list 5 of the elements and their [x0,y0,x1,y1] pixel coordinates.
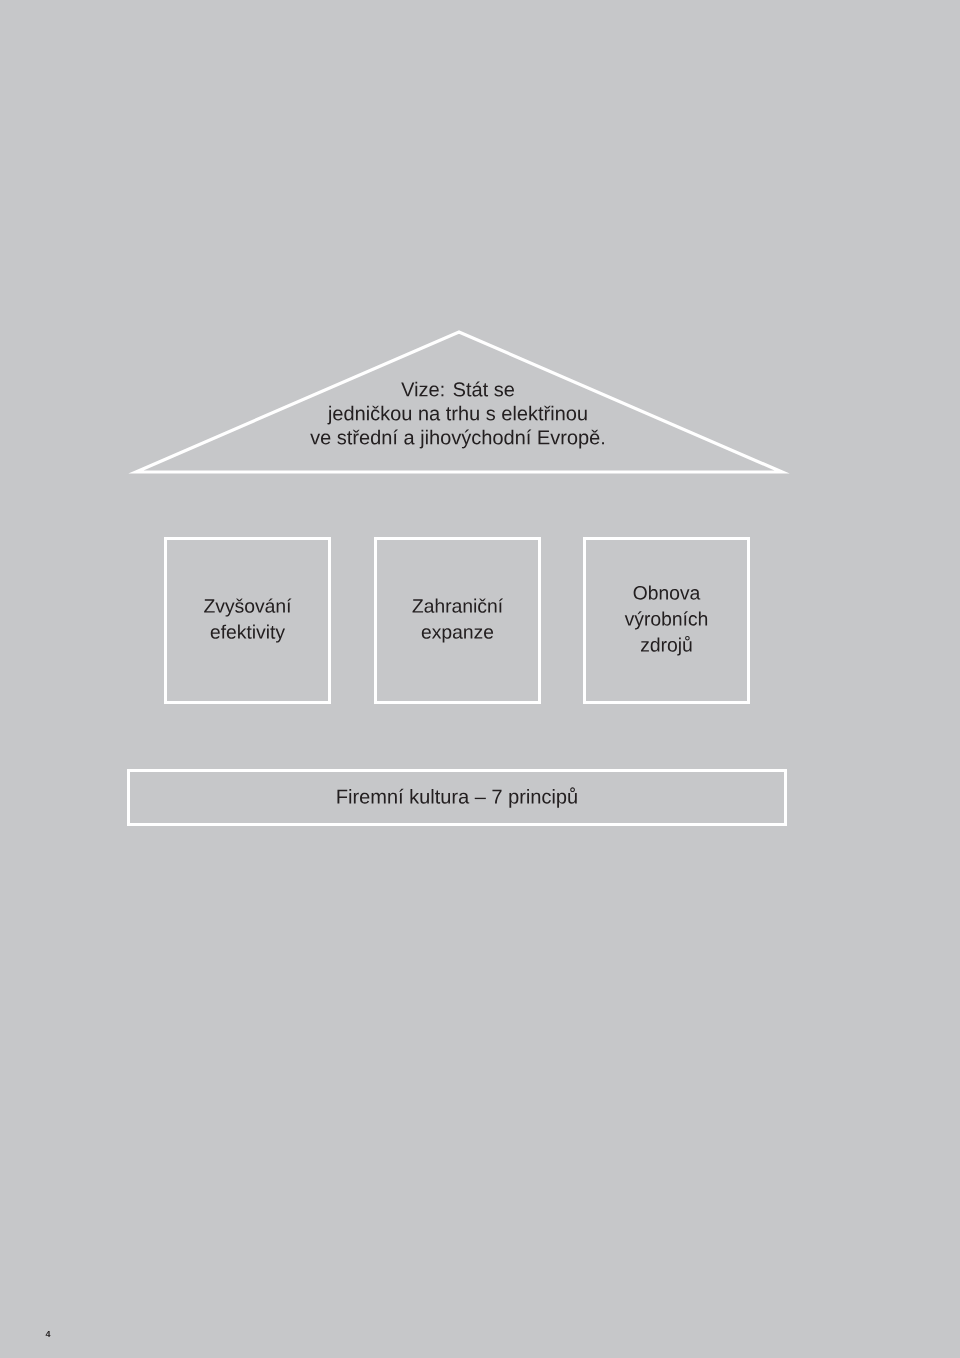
foundation-band: Firemní kultura – 7 principů [127,769,787,826]
page-number: 4 [45,1330,51,1338]
pillar-box: Zahraniční expanze [374,537,541,704]
pillar-box: Zvyšování efektivity [164,537,331,704]
pillar-box: Obnova výrobních zdrojů [583,537,750,704]
